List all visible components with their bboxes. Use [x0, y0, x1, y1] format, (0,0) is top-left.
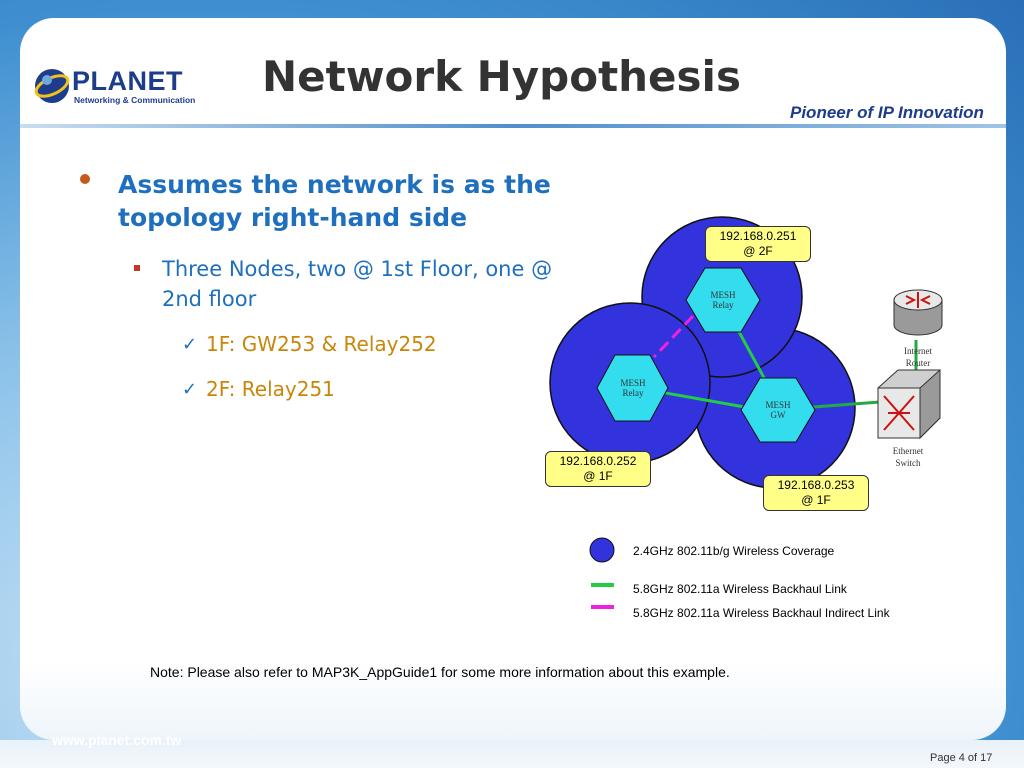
- ip-label-253: 192.168.0.253@ 1F: [763, 475, 869, 511]
- check-item-2: 2F: Relay251: [206, 377, 335, 401]
- checkmark-icon: ✓: [182, 334, 198, 355]
- note-text: Note: Please also refer to MAP3K_AppGuid…: [150, 664, 730, 680]
- checkmark-icon: ✓: [182, 379, 198, 400]
- header-divider: [20, 124, 1006, 128]
- page-number: Page 4 of 17: [930, 752, 993, 764]
- logo-subtitle: Networking & Communication: [74, 95, 196, 105]
- footer-url-link[interactable]: www.planet.com.tw: [52, 732, 182, 748]
- bullet-dot-icon: [80, 174, 90, 184]
- bullet-square-icon: [134, 265, 140, 271]
- logo-name: PLANET: [72, 66, 183, 96]
- planet-logo-icon: [34, 69, 70, 103]
- footer-bar: [0, 740, 1024, 768]
- bullet-level1: Assumes the network is as the topology r…: [118, 170, 551, 232]
- ip-label-251: 192.168.0.251@ 2F: [705, 226, 811, 262]
- tagline: Pioneer of IP Innovation: [790, 103, 984, 122]
- legend-coverage-swatch: [589, 537, 615, 563]
- backhaul-link-251-253: [736, 329, 770, 386]
- legend-coverage-label: 2.4GHz 802.11b/g Wireless Coverage: [633, 544, 835, 558]
- slide-card-bottom: [20, 660, 1006, 740]
- indirect-link-251-252: [652, 314, 695, 359]
- check-item-1: 1F: GW253 & Relay252: [206, 332, 437, 356]
- bullet-level2: Three Nodes, two @ 1st Floor, one @ 2nd …: [162, 257, 553, 311]
- page-title: Network Hypothesis: [262, 52, 741, 101]
- ethernet-switch-icon: [877, 368, 941, 440]
- legend-backhaul-label: 5.8GHz 802.11a Wireless Backhaul Link: [633, 582, 847, 596]
- internet-router-icon: [893, 289, 943, 336]
- mesh-node-252: [596, 354, 669, 422]
- ip-label-252: 192.168.0.252@ 1F: [545, 451, 651, 487]
- mesh-node-251: [685, 267, 761, 333]
- mesh-node-253: [740, 377, 816, 443]
- legend-indirect-label: 5.8GHz 802.11a Wireless Backhaul Indirec…: [633, 606, 890, 620]
